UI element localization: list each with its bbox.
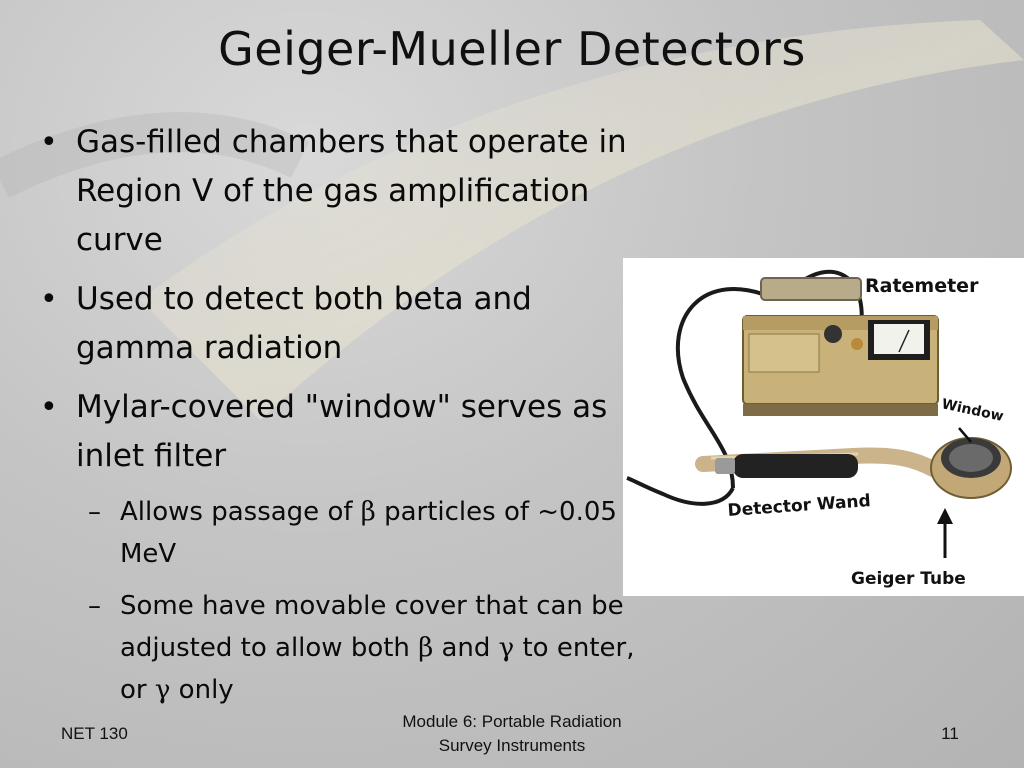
label-detector-wand: Detector Wand (727, 491, 871, 521)
bullet-item: • Gas-filled chambers that operate in Re… (40, 118, 640, 265)
slide-title: Geiger-Mueller Detectors (218, 22, 806, 76)
sub-bullet-text: Allows passage of β particles of ~0.05 M… (120, 497, 617, 569)
bullet-dot-icon: • (40, 390, 58, 425)
bullet-text: Used to detect both beta and gamma radia… (76, 281, 532, 366)
bullet-text: Gas-filled chambers that operate in Regi… (76, 124, 627, 258)
sub-bullet-item: – Some have movable cover that can be ad… (40, 585, 640, 711)
gamma-symbol: γ (498, 633, 515, 663)
sub-bullet-text: Some have movable cover that can be adju… (120, 591, 635, 705)
bullet-list: • Gas-filled chambers that operate in Re… (40, 118, 640, 721)
gamma-symbol: γ (154, 675, 171, 705)
bullet-dot-icon: • (40, 125, 58, 160)
bullet-dot-icon: • (40, 282, 58, 317)
label-window: Window (940, 396, 1005, 425)
detector-illustration: Ratemeter Window Detector Wand Geiger Tu… (626, 269, 1012, 589)
detector-figure: Ratemeter Window Detector Wand Geiger Tu… (623, 258, 1024, 596)
dash-icon: – (88, 591, 101, 621)
label-geiger-tube: Geiger Tube (851, 569, 966, 589)
bullet-item: • Mylar-covered "window" serves as inlet… (40, 383, 640, 481)
label-ratemeter: Ratemeter (865, 275, 979, 297)
footer-course: NET 130 (61, 724, 128, 743)
bullet-item: • Used to detect both beta and gamma rad… (40, 275, 640, 373)
beta-symbol: β (360, 497, 376, 527)
beta-symbol: β (418, 633, 434, 663)
slide-number: 11 (941, 724, 959, 743)
dash-icon: – (88, 497, 101, 527)
sub-bullet-item: – Allows passage of β particles of ~0.05… (40, 491, 640, 575)
footer-module: Module 6: Portable Radiation Survey Inst… (402, 712, 622, 755)
bullet-text: Mylar-covered "window" serves as inlet f… (76, 389, 608, 474)
